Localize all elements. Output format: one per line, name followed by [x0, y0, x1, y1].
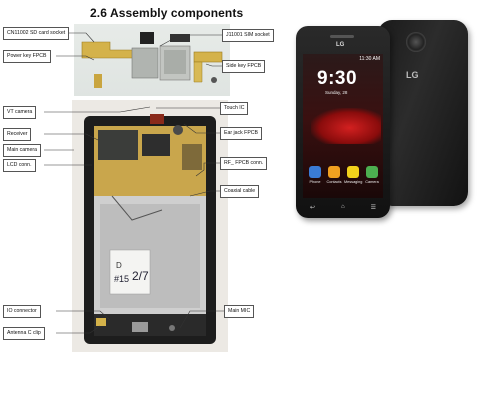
- label-side-key-fpcb: Side key FPCB: [222, 60, 266, 73]
- label-vt-camera: VT camera: [3, 106, 37, 119]
- label-ear-jack-fpcb: Ear jack FPCB: [220, 127, 263, 140]
- home-key-icon: ⌂: [341, 204, 345, 210]
- dock-app-label: Messaging: [344, 180, 363, 184]
- label-coaxial-cable: Coaxial cable: [220, 185, 260, 198]
- label-rf-fpcb-conn: RF_ FPCB conn.: [220, 157, 268, 170]
- dock-app-phone-icon: [309, 166, 321, 178]
- dock-app-label: Camera: [365, 180, 379, 184]
- app-dock: Phone Contacts Messaging Camera: [306, 166, 380, 190]
- dock-app-label: Contacts: [326, 180, 342, 184]
- label-sd-card-socket: CN11002 SD card socket: [3, 27, 70, 40]
- rear-camera-icon: [406, 32, 426, 52]
- label-lcd-conn: LCD conn.: [3, 159, 36, 172]
- earpiece-icon: [330, 35, 354, 38]
- dock-app-messaging-icon: [347, 166, 359, 178]
- dock-app-contacts-icon: [328, 166, 340, 178]
- label-receiver: Receiver: [3, 128, 32, 141]
- fpcb-photo: [74, 24, 230, 96]
- fpcb-illustration: [81, 32, 223, 88]
- lockscreen-clock: 9:30: [317, 68, 358, 89]
- label-power-key-fpcb: Power key FPCB: [3, 50, 51, 63]
- status-bar-time: 11:30 AM: [359, 56, 380, 62]
- dock-app-label: Phone: [309, 180, 321, 184]
- phone-front-view: LG 11:30 AM 9:30 Sunday, 28 Phone Contac…: [296, 26, 390, 218]
- dock-app-camera-icon: [366, 166, 378, 178]
- label-io-connector: IO connector: [3, 305, 41, 318]
- menu-key-icon: ☰: [370, 205, 376, 211]
- phone-front-brand: LG: [336, 42, 345, 48]
- label-antenna-c-clip: Antenna C clip: [3, 327, 45, 340]
- front-assembly-illustration: D #15 2/7: [84, 114, 216, 344]
- navigation-keys: ↩ ⌂ ☰: [310, 204, 376, 212]
- phone-back-view: LG: [378, 20, 468, 206]
- front-assembly-photo: D #15 2/7: [72, 100, 228, 352]
- lockscreen-date: Sunday, 28: [325, 90, 348, 95]
- phone-screen: 11:30 AM 9:30 Sunday, 28 Phone Contacts …: [303, 54, 383, 198]
- svg-text:D: D: [116, 261, 122, 270]
- phone-product-photo: LG LG 11:30 AM 9:30 Sunday, 28 Phone Con…: [292, 12, 492, 222]
- svg-text:2/7: 2/7: [132, 269, 149, 283]
- label-main-camera: Main camera: [3, 144, 41, 157]
- label-main-mic: Main MIC: [224, 305, 255, 318]
- label-sim-socket: J11001 SIM socket: [222, 29, 274, 42]
- phone-back-brand: LG: [406, 70, 419, 80]
- section-title: 2.6 Assembly components: [90, 6, 244, 20]
- wallpaper-car-image: [311, 108, 381, 144]
- back-key-icon: ↩: [310, 205, 316, 211]
- svg-text:#15: #15: [114, 274, 129, 284]
- label-touch-ic: Touch IC: [220, 102, 249, 115]
